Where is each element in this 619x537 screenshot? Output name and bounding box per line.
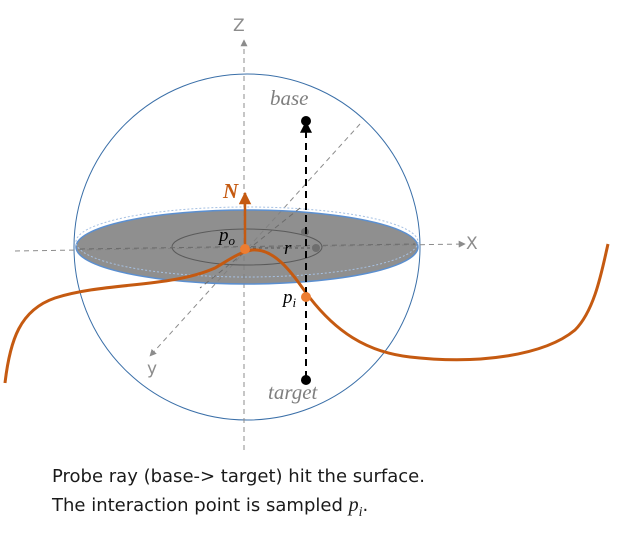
bounding-sphere [73, 73, 421, 421]
y-axis-label: y [147, 359, 157, 379]
disk-rim-highlight [75, 206, 419, 278]
ray-disk-point [312, 244, 320, 252]
x-axis-label: X [466, 234, 478, 254]
caption-line-2: The interaction point is sampled pi. [52, 494, 368, 521]
base-point [301, 116, 311, 126]
caption-line-2-text: The interaction point is sampled [52, 495, 349, 516]
p-o-main: p [217, 225, 229, 246]
p-i-label: pi [281, 287, 297, 310]
surface-curve [3, 243, 610, 384]
caption-line-1: Probe ray (base-> target) hit the surfac… [52, 466, 425, 487]
p-o-point [240, 244, 250, 254]
inner-radius-circle [171, 228, 323, 266]
p-i-main: p [281, 287, 293, 308]
caption-line-2-end: . [362, 495, 369, 516]
caption-p-i: pi [348, 494, 363, 520]
p-i-point [301, 292, 311, 302]
z-axis-label: Z [233, 16, 245, 36]
normal-label: N [222, 179, 239, 203]
p-i-sub: i [293, 295, 297, 310]
x-axis-over-disk [79, 243, 416, 250]
radius-label: r [284, 238, 292, 259]
target-point [301, 375, 311, 385]
p-o-sub: o [229, 233, 236, 248]
base-label: base [270, 86, 309, 110]
p-o-label: po [217, 225, 236, 248]
target-label: target [268, 380, 319, 404]
caption-p-i-sub: i [358, 505, 363, 520]
caption-p-i-main: p [348, 494, 359, 516]
